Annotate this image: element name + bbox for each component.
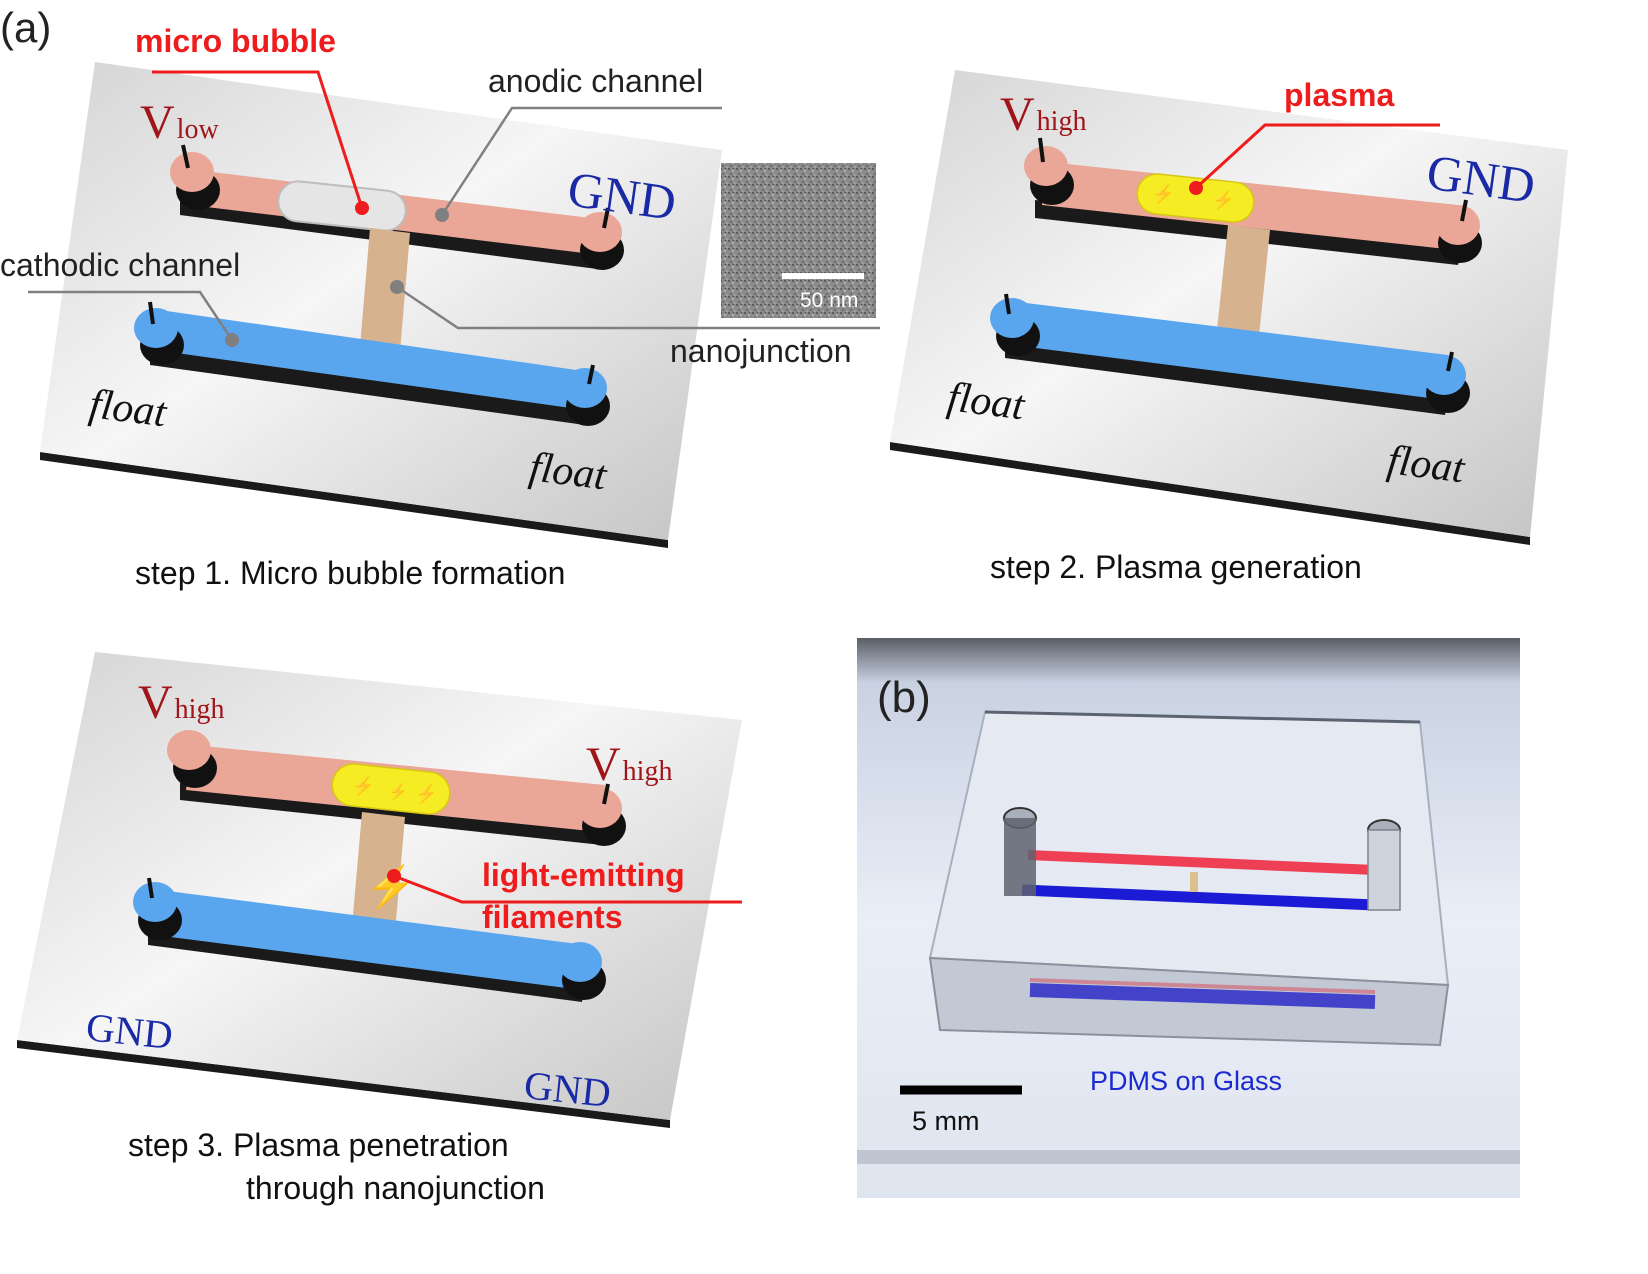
step1-micro-bubble-label: micro bubble [135,23,336,59]
step1-nanojunction-callout-dot [390,280,404,294]
step3-nanojunction [352,812,405,932]
step3-caption-line2: through nanojunction [246,1170,545,1206]
step1-reservoir-br [563,368,607,408]
photo-hole-tr-body [1367,829,1401,911]
photo-side-red [1029,978,1376,994]
step3-v-left-label: Vhigh [138,676,224,729]
step2-spark-icon-2: ⚡ [1212,189,1234,211]
step3-diagram: ⚡ ⚡ ⚡ ⚡ Vhigh Vhigh GND GND light-emitti… [17,652,742,1206]
step2-v-label: Vhigh [1000,88,1086,141]
step1-float-right: float [527,444,610,499]
step2-electrode-tr [1460,199,1468,222]
step3-electrode-tr [602,783,610,805]
step2-caption: step 2. Plasma generation [990,549,1362,585]
step3-filaments-label-line2: filaments [482,899,622,935]
step1-bubble-callout-dot [355,201,369,215]
step1-caption: step 1. Micro bubble formation [135,555,565,591]
photo-side-blue [1029,983,1376,1009]
step3-reservoir-bl [133,882,177,922]
step2-spark-icon-1: ⚡ [1152,183,1174,205]
step1-electrode-bl [148,301,155,325]
step1-cathodic-channel-label: cathodic channel [0,247,240,283]
step2-float-right: float [1385,437,1468,492]
step1-electrode-tr [602,207,610,229]
photo-nanojunction [1190,872,1198,892]
photo-blue-channel [1021,884,1376,911]
step3-plasma-region [331,763,451,815]
step3-spark-icon-1: ⚡ [352,775,374,797]
step2-plasma-label: plasma [1284,77,1394,113]
step2-electrode-bl [1004,293,1011,315]
step2-cathodic-channel [1012,302,1448,400]
step2-electrode-br [1446,351,1454,372]
step3-gnd-right: GND [522,1062,613,1116]
step2-plate-edge [890,442,1530,545]
step1-bubble-callout-line [152,70,364,209]
step1-reservoir-bl [134,308,178,348]
step2-float-left: float [945,374,1028,429]
step2-cathodic-channel-shadow [1005,340,1448,415]
step3-spark-icon-3: ⚡ [415,783,437,805]
step1-float-left: float [87,381,170,436]
step1-v-label: Vlow [140,96,219,149]
step3-filament-callout-line [393,874,742,904]
step2-reservoir-bl [990,298,1034,338]
step1-nanojunction-callout-line [396,285,880,330]
step1-diagram: Vlow GND float float micro bubble anodic… [0,23,880,591]
step1-nanojunction-label: nanojunction [670,333,851,369]
step2-reservoir-tr [1436,205,1480,245]
step3-gnd-left: GND [84,1004,175,1058]
step1-reservoir-tr [578,212,622,252]
step3-electrode-bl [147,877,154,899]
step3-spark-icon-2: ⚡ [388,782,408,801]
step3-cathodic-channel [155,890,585,990]
step3-reservoir-br [558,942,602,982]
step3-reservoir-tr [578,788,622,828]
step1-anodic-channel-label: anodic channel [488,63,703,99]
device-photo: (b) PDMS on Glass 5 mm [857,638,1520,1198]
tem-inset-image [721,163,876,318]
step2-nanojunction [1216,225,1270,345]
step2-reservoir-br [1422,355,1466,395]
step1-anodic-callout-line [440,106,722,216]
step3-caption-line1: step 3. Plasma penetration [128,1127,509,1163]
step1-anodic-callout-dot [435,208,449,222]
glass-slide-edge [857,1150,1520,1164]
step2-reservoir-tl [1024,146,1068,186]
step3-filaments-label-line1: light-emitting [482,857,685,893]
photo-scale-bar-label: 5 mm [912,1106,980,1136]
step1-reservoir-tl [170,152,214,192]
step1-cathodic-callout-line [28,290,234,341]
panel-b-label: (b) [877,673,931,722]
step1-micro-bubble [277,180,407,232]
tem-scale-bar-label: 50 nm [800,289,858,312]
step1-cathodic-callout-dot [225,333,239,347]
step1-nanojunction [360,228,410,352]
step1-cathodic-channel [155,310,590,410]
photo-red-channel [1027,850,1376,875]
step1-cathodic-channel-shadow [150,345,590,425]
step3-v-right-label: Vhigh [586,738,672,791]
step2-plasma-region [1136,173,1255,223]
step2-diagram: ⚡ ⚡ Vhigh GND float float plasma step 2.… [890,70,1568,585]
step2-electrode-tl [1038,137,1045,163]
step2-plasma-callout-line [1194,123,1440,190]
panel-a-label: (a) [0,4,51,51]
step1-electrode-br [587,364,595,385]
pdms-top-edge [984,710,1421,724]
photo-hole-tl-body [1004,818,1036,896]
step1-electrode-tl [181,144,190,169]
step3-plate-edge [17,1040,670,1128]
step3-reservoir-tl [167,730,211,770]
step2-plasma-callout-dot [1189,181,1203,195]
photo-pdms-label: PDMS on Glass [1090,1066,1282,1096]
step3-filament-callout-dot [387,869,401,883]
step1-plate-edge [40,452,668,548]
